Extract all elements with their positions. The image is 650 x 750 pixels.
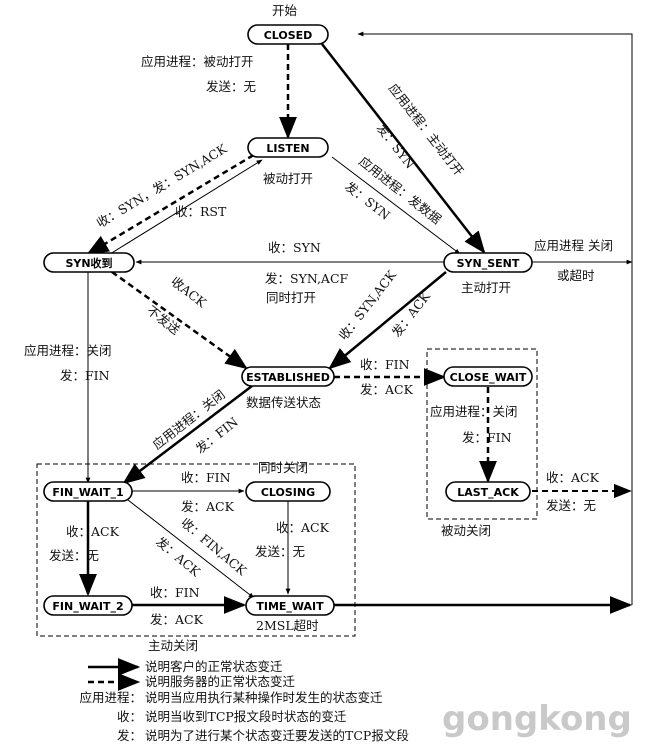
state-listen: LISTEN [247, 137, 329, 158]
label-send-fin-cw: 发：FIN [462, 430, 512, 445]
edge-finwait1-timewait [127, 499, 255, 599]
label-send-none-closing: 发送：无 [255, 544, 305, 559]
svg-text:LAST_ACK: LAST_ACK [457, 486, 519, 499]
label-rcv-ack-fw1: 收：ACK [66, 524, 120, 539]
legend-snd-desc: 说明为了进行某个状态变迁要发送的TCP报文段 [145, 728, 409, 743]
label-start: 开始 [272, 3, 298, 18]
svg-text:ESTABLISHED: ESTABLISHED [246, 371, 330, 384]
label-send-none-fw1: 发送：无 [49, 548, 99, 563]
label-or-timeout: 或超时 [557, 268, 595, 283]
edge-established-finwait1 [122, 385, 253, 485]
edge-synsent-established [328, 271, 447, 370]
state-time-wait: TIME_WAIT [245, 595, 335, 616]
state-closed: CLOSED [247, 24, 329, 45]
svg-text:TIME_WAIT: TIME_WAIT [256, 600, 324, 613]
svg-text:SYN_SENT: SYN_SENT [457, 257, 520, 270]
label-rst: 收：RST [175, 204, 227, 219]
label-send-syn: 发：SYN [374, 121, 418, 172]
svg-text:SYN收到: SYN收到 [65, 256, 112, 270]
edge-listen-synrcvd [86, 148, 263, 256]
label-app-send-data: 应用进程：发数据 [356, 154, 444, 227]
passive-close-group [426, 348, 538, 520]
legend-rcv-key: 收： [117, 709, 142, 724]
label-active-open: 主动打开 [461, 280, 511, 295]
label-send-ack2: 发：ACK [360, 382, 414, 397]
state-fin-wait-1: FIN_WAIT_1 [43, 481, 133, 502]
state-syn-sent: SYN_SENT [443, 252, 533, 273]
watermark: gongkong [442, 699, 632, 739]
label-send-fin-est: 发：FIN [193, 414, 241, 456]
label-app-close-cw: 应用进程：关闭 [430, 404, 518, 419]
edge-synrcvd-established [111, 270, 248, 370]
label-simul-close: 同时关闭 [258, 460, 308, 475]
edge-synrcvd-listen [109, 159, 263, 255]
label-rcv-syn: 收：SYN [268, 240, 321, 255]
legend-app-key: 应用进程： [79, 690, 142, 705]
label-send-fin-left: 发：FIN [60, 368, 110, 383]
edge-closed-synsent [321, 43, 486, 254]
label-msl: 2MSL超时 [256, 618, 319, 633]
label-rcv-ack-closing: 收：ACK [276, 520, 330, 535]
legend-client-text: 说明客户的正常状态变迁 [145, 659, 283, 674]
svg-text:CLOSING: CLOSING [261, 486, 315, 499]
edge-listen-synsent [331, 156, 461, 255]
state-close-wait: CLOSE_WAIT [443, 366, 533, 387]
svg-text:FIN_WAIT_1: FIN_WAIT_1 [52, 486, 123, 499]
state-closing: CLOSING [245, 481, 331, 502]
label-app-close-or-timeout: 应用进程 关闭 [534, 238, 613, 253]
legend-rcv-desc: 说明当收到TCP报文段时状态的变迁 [145, 709, 347, 724]
legend-snd-key: 发： [117, 728, 142, 743]
label-send-none-last: 发送：无 [546, 498, 596, 513]
edge-right-to-closed [357, 31, 633, 605]
label-rcv-fin2: 收：FIN [181, 470, 231, 485]
state-last-ack: LAST_ACK [445, 481, 531, 502]
state-fin-wait-2: FIN_WAIT_2 [43, 595, 133, 616]
svg-text:CLOSED: CLOSED [264, 29, 313, 42]
label-rcv-fin: 收：FIN [360, 357, 410, 372]
label-passive-open-app: 应用进程：被动打开 [141, 54, 254, 69]
label-passive-open: 被动打开 [263, 171, 313, 186]
legend: 说明客户的正常状态变迁 说明服务器的正常状态变迁 应用进程： 说明当应用执行某种… [79, 658, 409, 743]
label-send-ack5: 发：ACK [150, 612, 204, 627]
label-rcv-ack-last: 收：ACK [546, 470, 600, 485]
svg-text:FIN_WAIT_2: FIN_WAIT_2 [52, 600, 123, 613]
label-send-ack3: 发：ACK [181, 499, 235, 514]
label-active-close: 主动关闭 [148, 638, 198, 653]
state-syn-rcvd: SYN收到 [43, 252, 135, 273]
label-data-transfer: 数据传送状态 [246, 395, 321, 410]
active-close-group [36, 463, 356, 637]
legend-app-desc: 说明当应用执行某种操作时发生的状态变迁 [145, 690, 383, 705]
label-rcv-fin3: 收：FIN [150, 585, 200, 600]
label-send-synack: 发：SYN,ACF [265, 271, 349, 286]
state-established: ESTABLISHED [241, 366, 335, 387]
svg-text:CLOSE_WAIT: CLOSE_WAIT [450, 371, 527, 384]
svg-text:LISTEN: LISTEN [266, 142, 309, 155]
legend-server-text: 说明服务器的正常状态变迁 [145, 674, 296, 689]
label-simul-open: 同时打开 [266, 290, 316, 305]
label-app-close-left: 应用进程：关闭 [24, 343, 112, 358]
label-app-active-open: 应用进程：主动打开 [386, 81, 467, 179]
label-passive-close: 被动关闭 [441, 523, 491, 538]
label-passive-open-send: 发送：无 [206, 79, 256, 94]
label-rcv-ack: 收ACK [168, 274, 210, 311]
